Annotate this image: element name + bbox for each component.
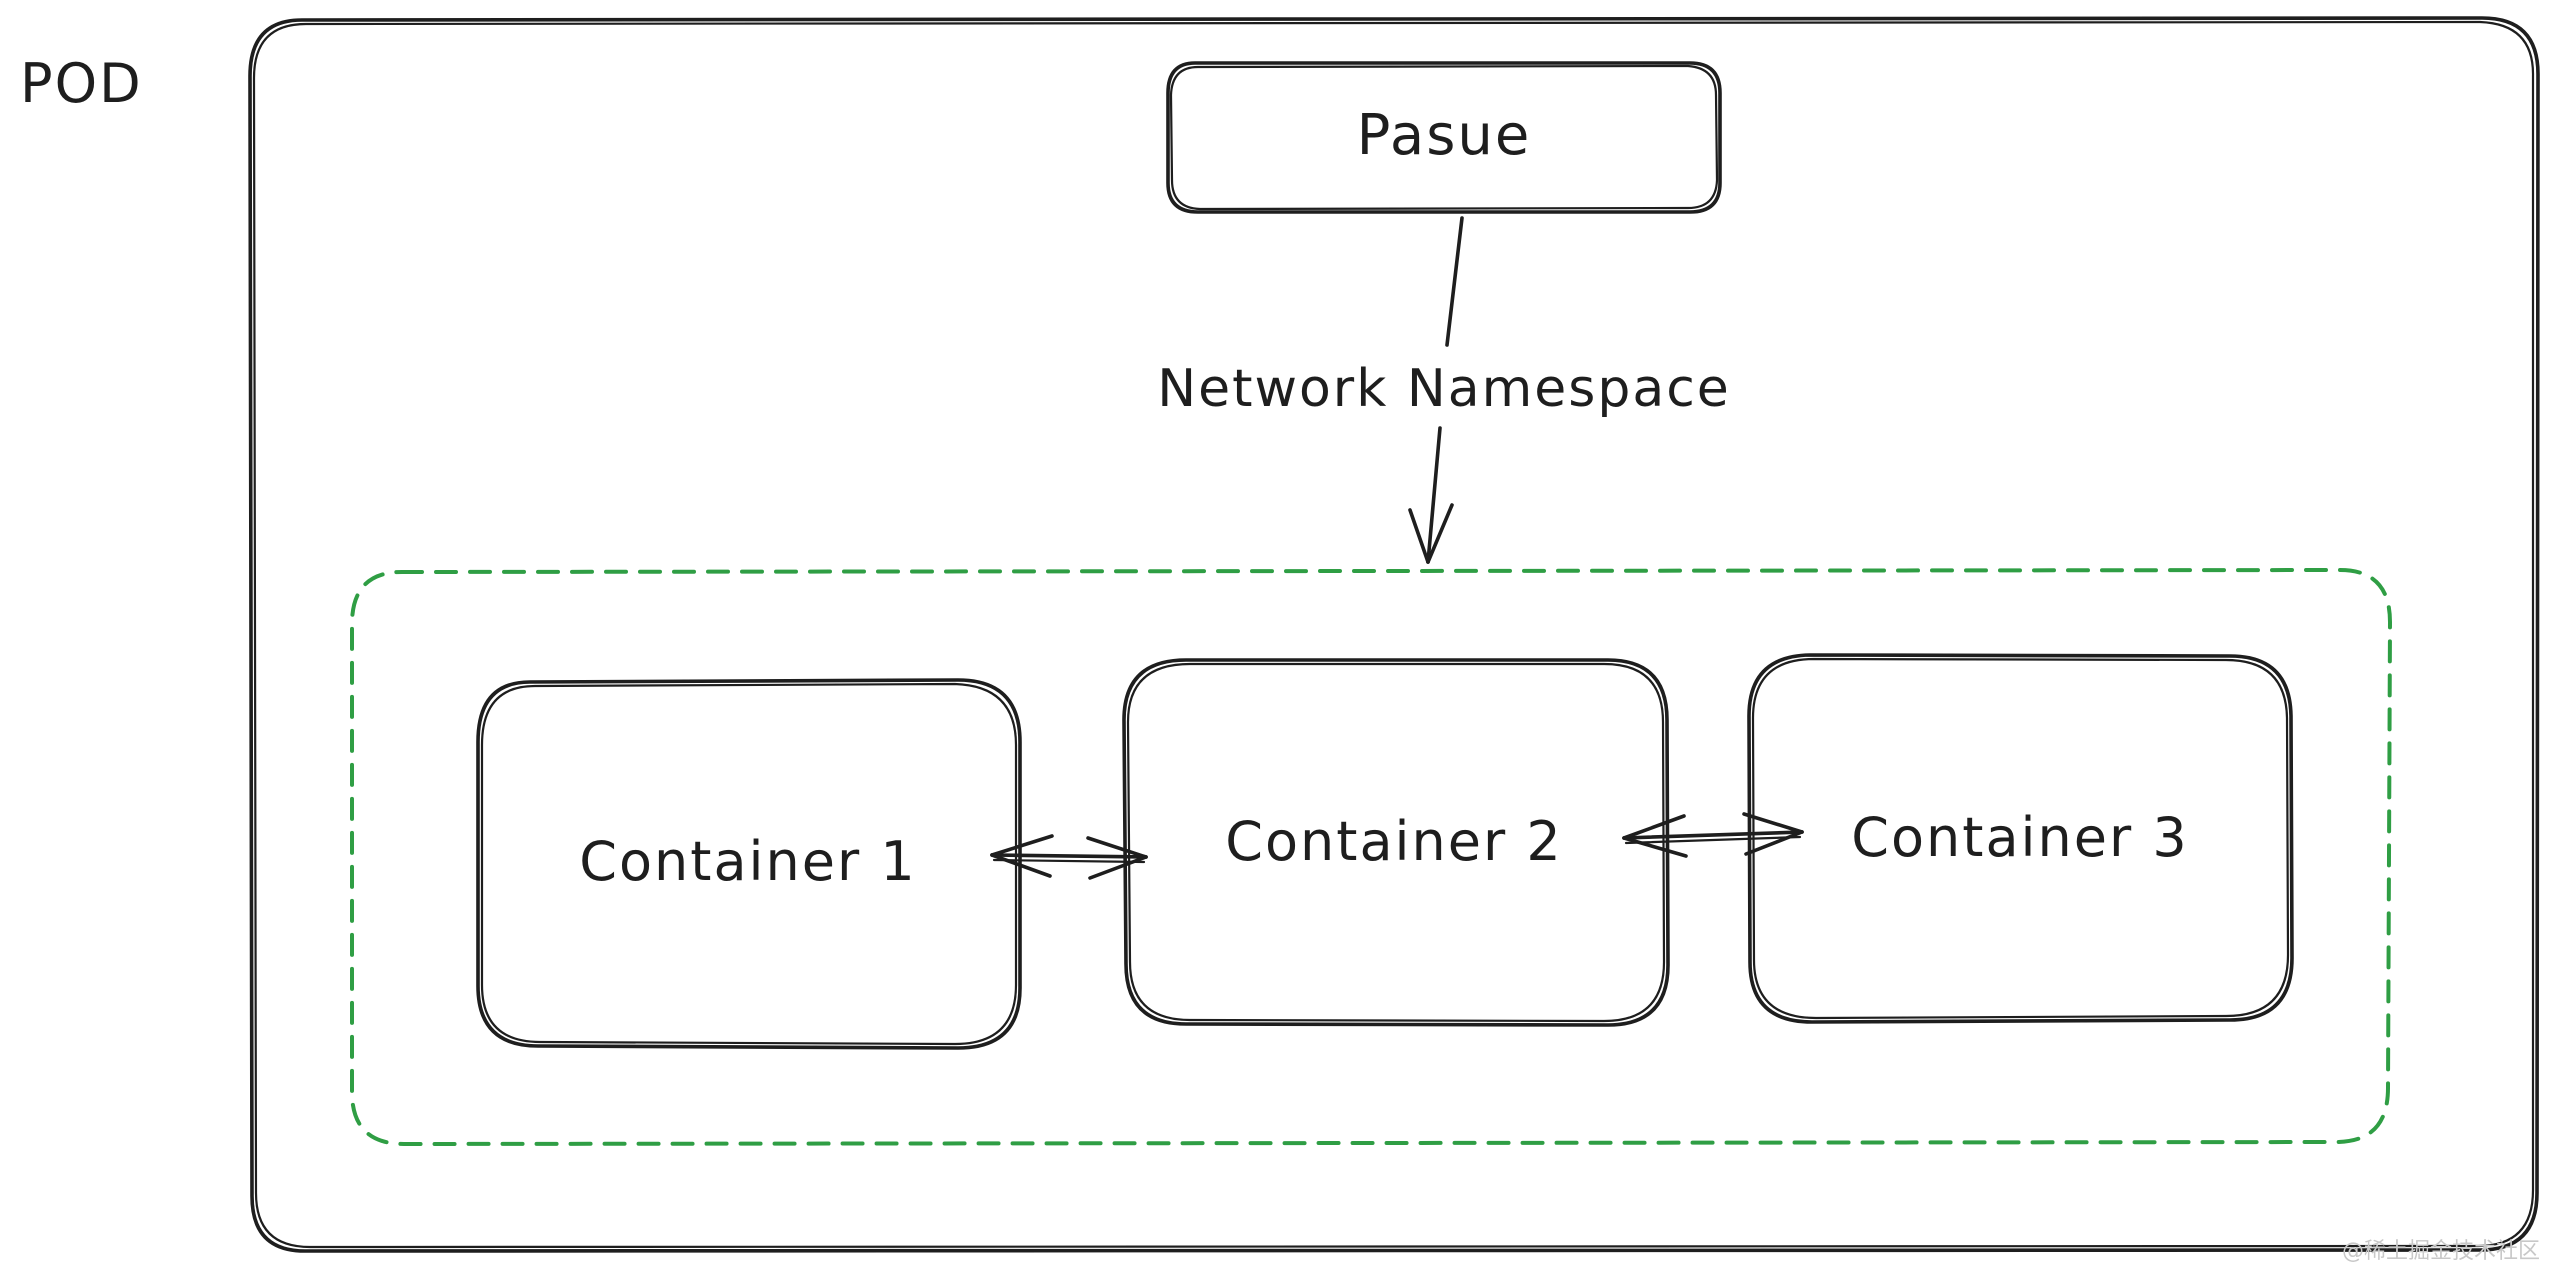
pause-label: Pasue [1357, 103, 1532, 168]
arrow-container-2-container-3 [1622, 812, 1804, 858]
arrow-container-1-container-2 [990, 834, 1148, 880]
pause-box[interactable]: Pasue [1166, 61, 1722, 214]
pod-box[interactable] [248, 16, 2540, 1253]
container-1-label: Container 1 [579, 830, 916, 893]
pod-label: POD [20, 52, 143, 115]
shared-namespace-group [350, 567, 2393, 1147]
container-3-box[interactable]: Container 3 [1747, 653, 2294, 1024]
network-namespace-arrow [1408, 216, 1464, 564]
container-1-box[interactable]: Container 1 [476, 678, 1022, 1050]
container-2-box[interactable]: Container 2 [1122, 658, 1670, 1027]
network-namespace-label: Network Namespace [1157, 359, 1731, 419]
container-3-label: Container 3 [1851, 806, 2188, 869]
container-2-label: Container 2 [1225, 810, 1562, 873]
watermark-text: @稀土掘金技术社区 [2342, 1239, 2540, 1264]
